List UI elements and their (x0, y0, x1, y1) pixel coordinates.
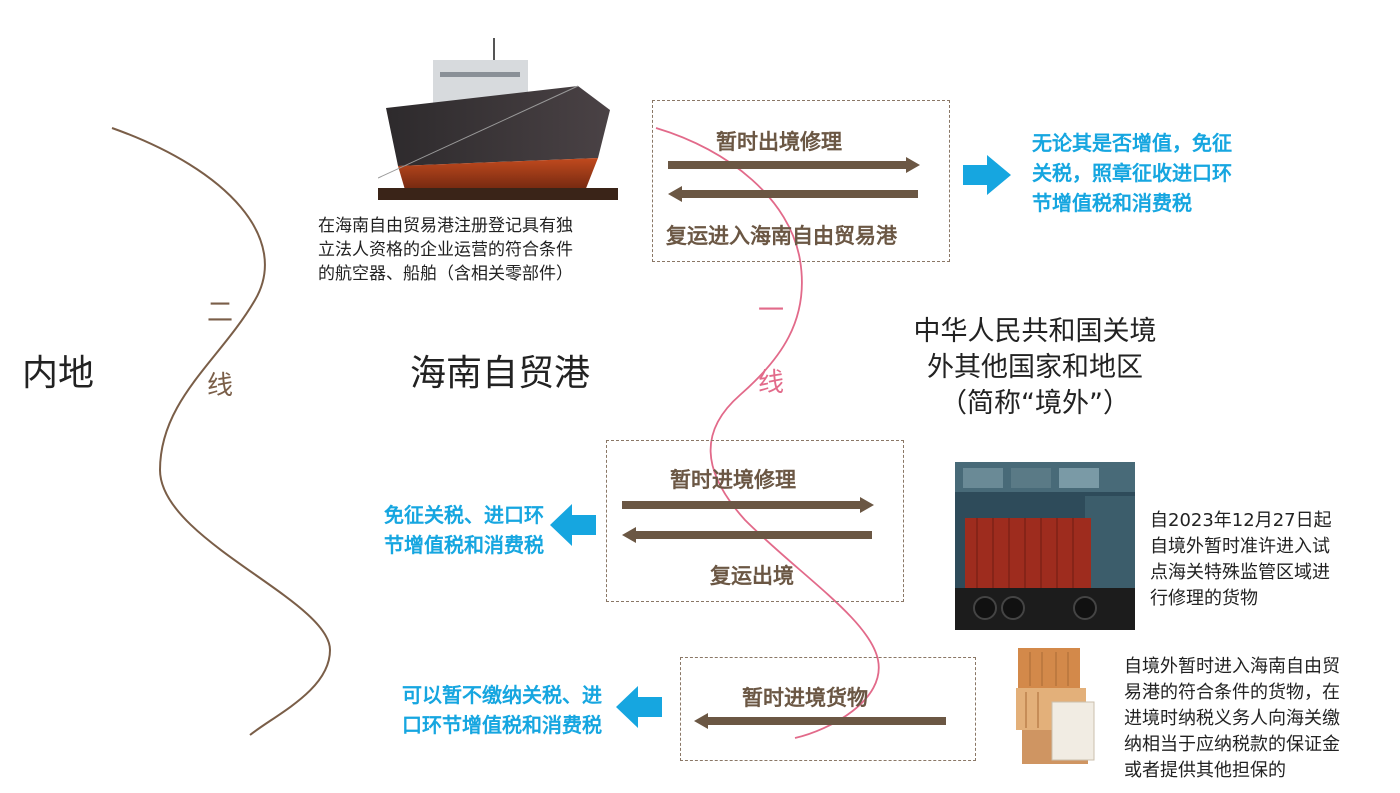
second-line-curve (111, 127, 332, 736)
box3-left-arrow (694, 713, 946, 729)
overseas-line-3: （简称“境外”） (940, 388, 1130, 419)
box2-result: 免征关税、进口环 节增值税和消费税 (344, 500, 544, 560)
box1-result: 无论其是否增值，免征 关税，照章征收进口环 节增值税和消费税 (1032, 128, 1302, 218)
box3-result-arrow-icon (616, 686, 662, 728)
box2-right-arrow (622, 497, 874, 513)
overseas-line-2: 外其他国家和地区 (927, 352, 1143, 383)
box3-label: 暂时进境货物 (742, 686, 868, 710)
box2-subject: 自2023年12月27日起 自境外暂时准许进入试 点海关特殊监管区域进 行修理的… (1150, 508, 1390, 612)
box1-result-arrow-icon (963, 155, 1011, 195)
box3-subject-line-3: 进境时纳税义务人向海关缴 (1124, 708, 1340, 729)
box1-subject-line-2: 立法人资格的企业运营的符合条件 (318, 240, 573, 260)
box1-right-arrow (668, 157, 920, 173)
box2-result-line-2: 节增值税和消费税 (384, 533, 544, 557)
box3-result-line-2: 口环节增值税和消费税 (402, 713, 602, 737)
box1-result-line-1: 无论其是否增值，免征 (1032, 131, 1232, 155)
box1-top-label: 暂时出境修理 (716, 130, 842, 154)
box2-subject-line-3: 点海关特殊监管区域进 (1150, 562, 1330, 583)
box3-subject-line-1: 自境外暂时进入海南自由贸 (1124, 656, 1340, 677)
box2-left-arrow (622, 527, 872, 543)
box1-result-line-2: 关税，照章征收进口环 (1032, 161, 1232, 185)
first-line-curve (655, 127, 880, 739)
box1-left-arrow (668, 186, 918, 202)
box2-bottom-label: 复运出境 (710, 564, 794, 588)
box2-result-arrow-icon (550, 504, 596, 546)
overseas-label: 中华人民共和国关境 外其他国家和地区 （简称“境外”） (880, 314, 1190, 422)
box1-subject: 在海南自由贸易港注册登记具有独 立法人资格的企业运营的符合条件 的航空器、船舶（… (318, 214, 658, 286)
mainland-label: 内地 (22, 353, 95, 394)
box1-subject-line-1: 在海南自由贸易港注册登记具有独 (318, 216, 573, 236)
hainan-label: 海南自贸港 (410, 353, 591, 394)
box3-subject-line-5: 或者提供其他担保的 (1124, 760, 1286, 781)
stacked-containers-image (1016, 648, 1095, 764)
box1-result-line-3: 节增值税和消费税 (1032, 191, 1192, 215)
box3-result-line-1: 可以暂不缴纳关税、进 (402, 683, 602, 707)
first-line-label-1: 一 (758, 296, 785, 326)
second-line-label-1: 二 (207, 298, 234, 328)
truck-container-image (955, 462, 1135, 630)
ship-image (378, 38, 618, 200)
box3-subject-line-2: 易港的符合条件的货物，在 (1124, 682, 1340, 703)
box2-subject-line-4: 行修理的货物 (1150, 588, 1258, 609)
box1-subject-line-3: 的航空器、船舶（含相关零部件） (318, 264, 573, 284)
second-line-label-2: 线 (207, 371, 234, 401)
box2-top-label: 暂时进境修理 (670, 468, 796, 492)
box2-temp-entry-repair (606, 440, 904, 602)
overseas-line-1: 中华人民共和国关境 (913, 316, 1157, 347)
box3-subject-line-4: 纳相当于应纳税款的保证金 (1124, 734, 1340, 755)
box1-temp-exit-repair (652, 100, 950, 262)
box2-result-line-1: 免征关税、进口环 (384, 503, 544, 527)
box3-temp-entry-goods (680, 657, 976, 761)
box3-subject: 自境外暂时进入海南自由贸 易港的符合条件的货物，在 进境时纳税义务人向海关缴 纳… (1124, 654, 1394, 784)
box2-subject-line-1: 自2023年12月27日起 (1150, 510, 1332, 531)
box3-result: 可以暂不缴纳关税、进 口环节增值税和消费税 (330, 680, 602, 740)
first-line-label-2: 线 (758, 368, 785, 398)
box1-bottom-label: 复运进入海南自由贸易港 (666, 224, 897, 248)
box2-subject-line-2: 自境外暂时准许进入试 (1150, 536, 1330, 557)
